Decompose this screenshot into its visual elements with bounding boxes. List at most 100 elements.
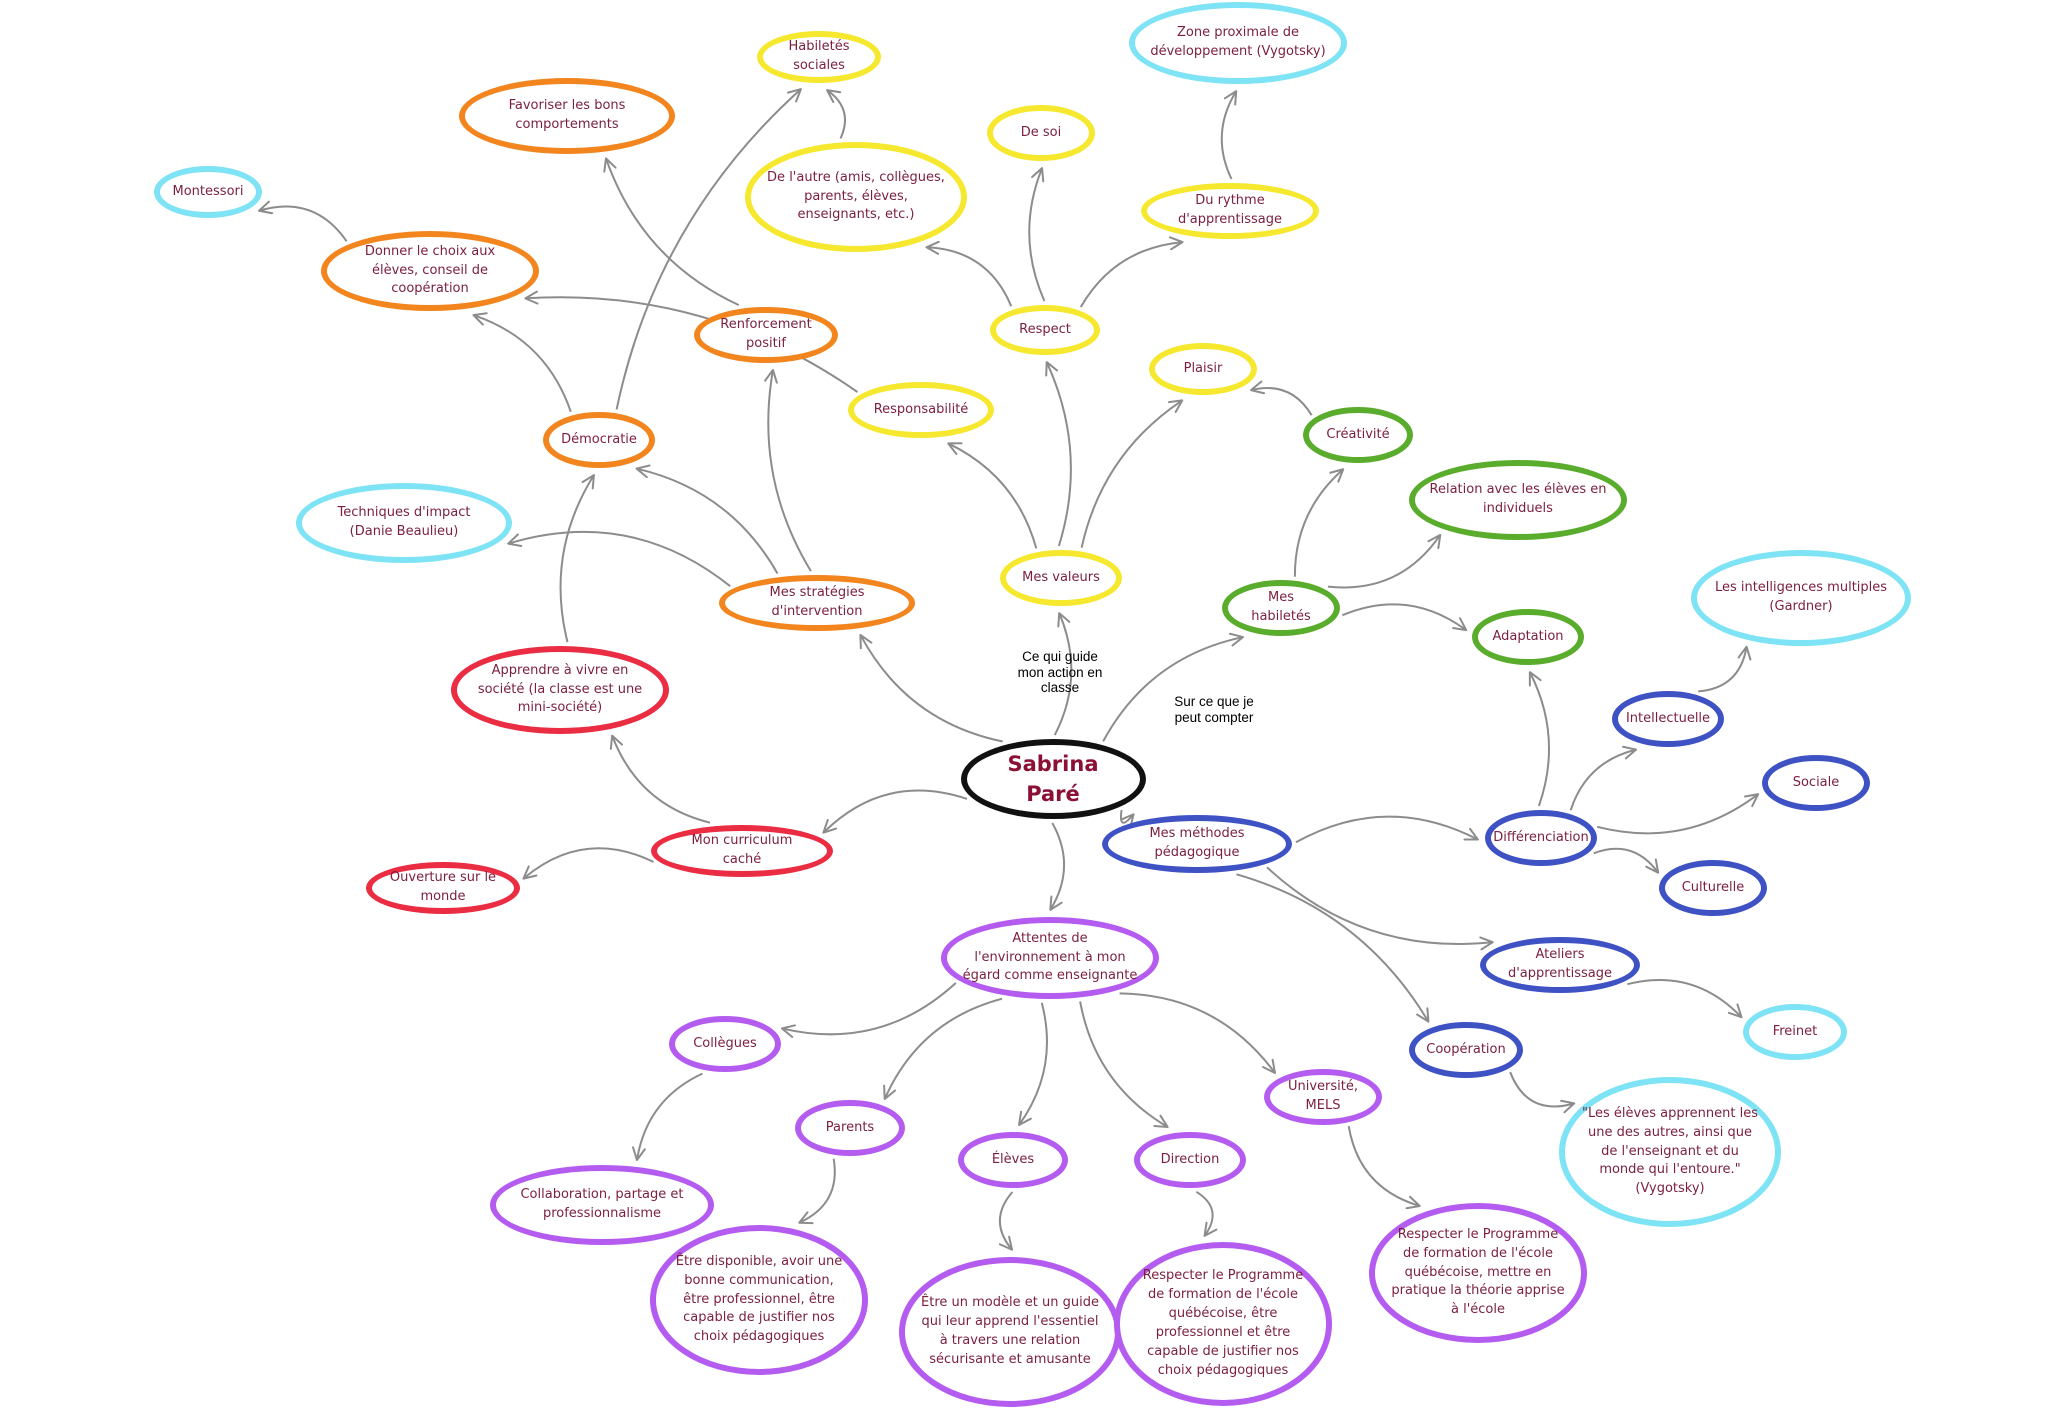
node-label: De soi xyxy=(1020,124,1062,140)
node-label: Être un modèle et un guide qui leur appr… xyxy=(921,1295,1099,1367)
node-respecterpfeq2[interactable]: Respecter le Programme de formation de l… xyxy=(1369,1203,1587,1343)
node-creativite[interactable]: Créativité xyxy=(1303,407,1413,463)
node-attentes[interactable]: Attentes de l'environnement à mon égard … xyxy=(941,917,1159,999)
node-label: Culturelle xyxy=(1681,879,1745,895)
edge-attentes-universite xyxy=(1119,992,1276,1075)
edge-curriculum-ouverture xyxy=(522,847,654,880)
node-label: Zone proximale de développement (Vygotsk… xyxy=(1150,25,1326,59)
node-freinet[interactable]: Freinet xyxy=(1743,1004,1847,1060)
node-label: Habiletés sociales xyxy=(788,39,850,73)
node-ouverture[interactable]: Ouverture sur le monde xyxy=(366,862,520,914)
node-label: Ouverture sur le monde xyxy=(389,870,497,904)
node-choix[interactable]: Donner le choix aux élèves, conseil de c… xyxy=(321,231,539,311)
edge-valeurs-plaisir xyxy=(1080,399,1184,548)
edge-ateliers-freinet xyxy=(1627,978,1743,1019)
node-label: Différenciation xyxy=(1493,829,1589,845)
node-habsociales[interactable]: Habiletés sociales xyxy=(757,31,881,83)
node-label: Université, MELS xyxy=(1287,1079,1358,1113)
node-label: "Les élèves apprennent les une des autre… xyxy=(1582,1105,1758,1197)
node-collegues[interactable]: Collègues xyxy=(669,1016,781,1072)
edge-democratie-habsociales xyxy=(615,88,802,410)
edge-differenciation-sociale xyxy=(1596,793,1760,835)
node-culturelle[interactable]: Culturelle xyxy=(1659,860,1767,916)
node-montessori[interactable]: Montessori xyxy=(154,166,262,218)
edge-intellectuelle-intelligences xyxy=(1698,645,1752,693)
node-label: Coopération xyxy=(1426,1041,1506,1057)
node-label: De l'autre (amis, collègues, parents, él… xyxy=(767,169,945,223)
edge-root-habiletes xyxy=(1102,632,1244,742)
node-plaisir[interactable]: Plaisir xyxy=(1149,343,1257,395)
edge-methodes-ateliers xyxy=(1266,866,1494,951)
node-label: Renforcement positif xyxy=(720,317,812,351)
edge-root-strategies xyxy=(859,633,1003,743)
edge-attentes-direction xyxy=(1079,1001,1169,1129)
node-universite[interactable]: Université, MELS xyxy=(1264,1069,1382,1125)
node-differenciation[interactable]: Différenciation xyxy=(1485,810,1597,866)
edge-methodes-differenciation xyxy=(1295,815,1479,844)
node-favoriser[interactable]: Favoriser les bons comportements xyxy=(459,78,675,154)
node-eleves[interactable]: Élèves xyxy=(958,1132,1068,1188)
edge-differenciation-adaptation xyxy=(1528,671,1551,807)
node-label: Apprendre à vivre en société (la classe … xyxy=(477,662,643,716)
edge-apprendre-democratie xyxy=(559,474,595,643)
edge-attentes-eleves xyxy=(1018,1002,1048,1127)
node-valeurs[interactable]: Mes valeurs xyxy=(1000,550,1122,606)
node-label: Ateliers d'apprentissage xyxy=(1507,947,1613,981)
node-zone[interactable]: Zone proximale de développement (Vygotsk… xyxy=(1129,2,1347,84)
node-label: Créativité xyxy=(1326,426,1390,442)
node-strategies[interactable]: Mes stratégies d'intervention xyxy=(719,575,915,631)
node-apprendre[interactable]: Apprendre à vivre en société (la classe … xyxy=(451,646,669,734)
node-label: Démocratie xyxy=(561,431,637,447)
edge-strategies-democratie xyxy=(635,464,779,574)
node-cooperation[interactable]: Coopération xyxy=(1409,1022,1523,1078)
node-label: Responsabilité xyxy=(873,401,969,417)
edge-cooperation-vygotsky xyxy=(1509,1071,1576,1114)
node-sociale[interactable]: Sociale xyxy=(1762,755,1870,811)
edge-direction-respecterpfeq1 xyxy=(1195,1190,1218,1237)
connector-layer xyxy=(258,88,1760,1251)
edge-root-attentes xyxy=(1049,822,1066,911)
node-modele[interactable]: Être un modèle et un guide qui leur appr… xyxy=(899,1257,1121,1407)
node-collaboration[interactable]: Collaboration, partage et professionnali… xyxy=(490,1165,714,1245)
node-intellectuelle[interactable]: Intellectuelle xyxy=(1612,691,1724,747)
node-ateliers[interactable]: Ateliers d'apprentissage xyxy=(1480,937,1640,993)
node-label: Respecter le Programme de formation de l… xyxy=(1391,1226,1565,1318)
node-label: Relation avec les élèves en individuels xyxy=(1429,482,1607,516)
node-democratie[interactable]: Démocratie xyxy=(543,412,655,468)
node-respecterpfeq1[interactable]: Respecter le Programme de formation de l… xyxy=(1114,1242,1332,1406)
node-disponible[interactable]: Être disponible, avoir une bonne communi… xyxy=(650,1225,868,1375)
node-label: Élèves xyxy=(991,1151,1035,1167)
node-intelligences[interactable]: Les intelligences multiples (Gardner) xyxy=(1691,550,1911,646)
node-curriculum[interactable]: Mon curriculum caché xyxy=(651,825,833,877)
node-relation[interactable]: Relation avec les élèves en individuels xyxy=(1409,460,1627,540)
node-techniques[interactable]: Techniques d'impact (Danie Beaulieu) xyxy=(296,483,512,563)
node-root[interactable]: Sabrina Paré xyxy=(960,739,1146,819)
edge-renforcement-favoriser xyxy=(603,157,740,307)
edge-collegues-collaboration xyxy=(632,1072,703,1162)
node-adaptation[interactable]: Adaptation xyxy=(1472,609,1584,665)
node-delautre[interactable]: De l'autre (amis, collègues, parents, él… xyxy=(745,142,967,252)
node-methodes[interactable]: Mes méthodes pédagogique xyxy=(1102,815,1292,873)
edge-differenciation-culturelle xyxy=(1593,847,1660,874)
node-label: Freinet xyxy=(1772,1023,1818,1039)
node-label: Collaboration, partage et professionnali… xyxy=(520,1187,684,1221)
node-label: Donner le choix aux élèves, conseil de c… xyxy=(364,243,496,297)
edge-habiletes-relation xyxy=(1327,533,1442,589)
node-parents[interactable]: Parents xyxy=(795,1100,905,1156)
edge-root-curriculum xyxy=(822,789,968,834)
node-vygotsky[interactable]: "Les élèves apprennent les une des autre… xyxy=(1559,1077,1781,1227)
edge-respect-delautre xyxy=(925,240,1013,307)
edge-delautre-habsociales xyxy=(826,89,846,139)
node-responsabilite[interactable]: Responsabilité xyxy=(848,382,994,438)
link-label-compter: Sur ce que je peut compter xyxy=(1174,694,1254,725)
node-respect[interactable]: Respect xyxy=(990,305,1100,355)
edge-rythme-zone xyxy=(1220,90,1238,180)
node-direction[interactable]: Direction xyxy=(1134,1132,1246,1188)
edge-responsabilite-choix xyxy=(524,290,858,393)
node-habiletes[interactable]: Mes habiletés xyxy=(1222,580,1340,636)
edge-choix-montessori xyxy=(258,200,348,242)
node-rythme[interactable]: Du rythme d'apprentissage xyxy=(1141,183,1319,239)
node-desoi[interactable]: De soi xyxy=(987,105,1095,161)
node-renforcement[interactable]: Renforcement positif xyxy=(694,307,838,363)
